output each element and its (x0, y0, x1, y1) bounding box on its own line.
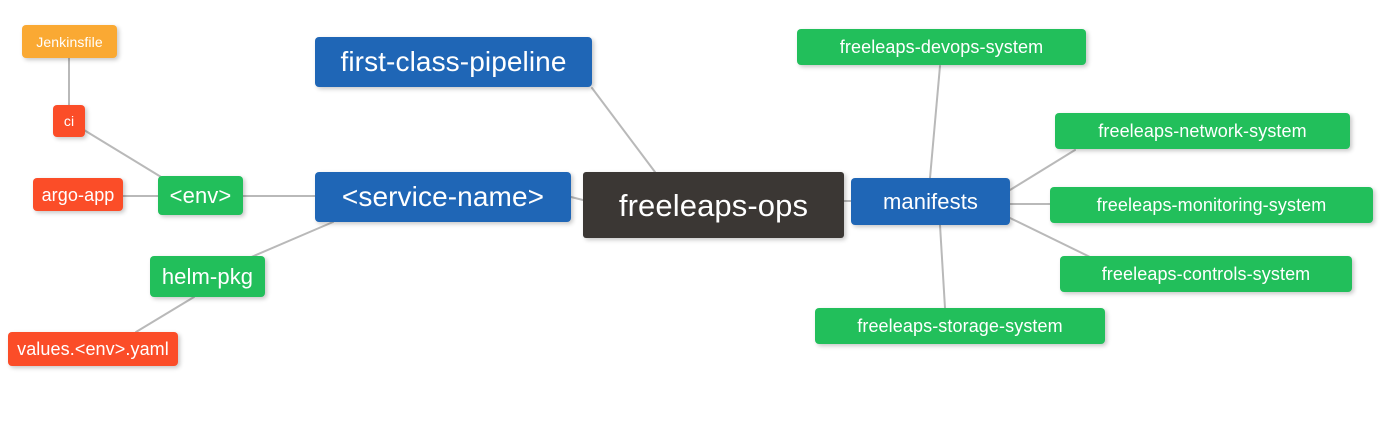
edge-helm-pkg-to-values-yaml (135, 296, 195, 333)
node-label: freeleaps-controls-system (1101, 264, 1311, 284)
node-helm-pkg[interactable]: helm-pkg (150, 256, 265, 297)
edge-manifests-to-freeleaps-network-system (1009, 149, 1076, 191)
node-freeleaps-controls-system[interactable]: freeleaps-controls-system (1060, 256, 1352, 292)
node-manifests[interactable]: manifests (851, 178, 1010, 225)
edge-freeleaps-ops-to-service-name (570, 196, 584, 201)
node-values-yaml[interactable]: values.<env>.yaml (8, 332, 178, 366)
edge-manifests-to-freeleaps-controls-system (1009, 217, 1091, 258)
node-freeleaps-monitoring-system[interactable]: freeleaps-monitoring-system (1050, 187, 1373, 223)
node-label: freeleaps-ops (618, 187, 809, 223)
node-env[interactable]: <env> (158, 176, 243, 215)
node-label: freeleaps-devops-system (839, 37, 1044, 57)
node-freeleaps-ops[interactable]: freeleaps-ops (583, 172, 844, 238)
node-ci[interactable]: ci (53, 105, 85, 137)
edge-manifests-to-freeleaps-devops-system (929, 65, 941, 179)
node-label: Jenkinsfile (36, 33, 103, 50)
node-label: freeleaps-network-system (1098, 121, 1307, 141)
node-label: <env> (169, 182, 232, 208)
node-label: argo-app (41, 184, 115, 205)
node-label: ci (63, 113, 75, 129)
edge-service-name-to-helm-pkg (248, 221, 334, 259)
node-first-class-pipeline[interactable]: first-class-pipeline (315, 37, 592, 87)
edge-manifests-to-freeleaps-storage-system (939, 224, 946, 309)
node-label: helm-pkg (161, 263, 254, 289)
node-freeleaps-network-system[interactable]: freeleaps-network-system (1055, 113, 1350, 149)
node-freeleaps-storage-system[interactable]: freeleaps-storage-system (815, 308, 1105, 344)
node-label: first-class-pipeline (340, 46, 567, 77)
node-service-name[interactable]: <service-name> (315, 172, 571, 222)
node-argo-app[interactable]: argo-app (33, 178, 123, 211)
node-freeleaps-devops-system[interactable]: freeleaps-devops-system (797, 29, 1086, 65)
node-label: <service-name> (341, 181, 545, 212)
node-jenkinsfile[interactable]: Jenkinsfile (22, 25, 117, 58)
edge-freeleaps-ops-to-first-class-pipeline (591, 87, 656, 173)
edge-env-to-ci (83, 129, 167, 181)
node-label: manifests (882, 188, 979, 214)
node-label: freeleaps-monitoring-system (1096, 195, 1327, 215)
node-label: values.<env>.yaml (17, 339, 169, 359)
node-label: freeleaps-storage-system (857, 316, 1063, 336)
